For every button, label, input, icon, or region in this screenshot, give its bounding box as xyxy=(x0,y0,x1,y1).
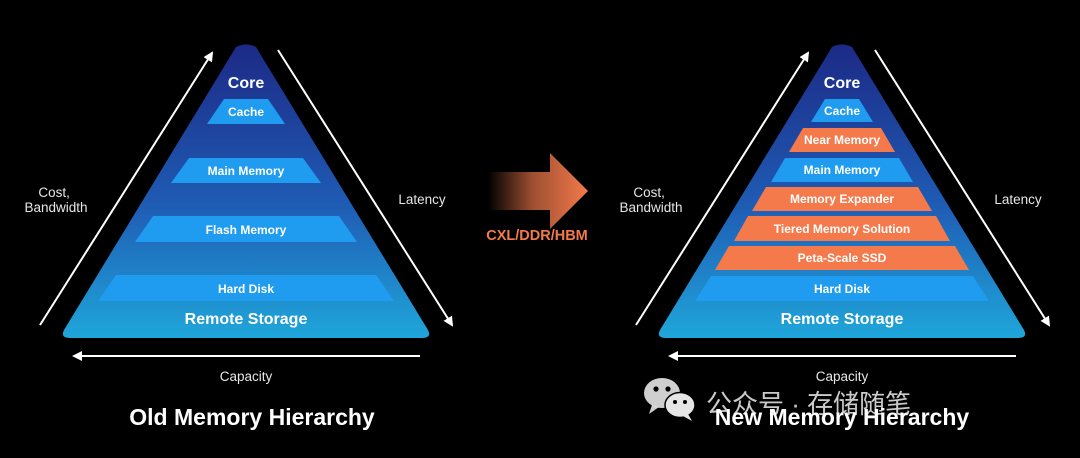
old-tier-main-memory xyxy=(171,158,321,183)
old-tier-flash-memory xyxy=(135,216,357,242)
new-tier-hard-disk-label: Hard Disk xyxy=(814,282,870,296)
old-tier-cache xyxy=(207,99,285,124)
old-right-axis-arrow xyxy=(277,49,454,327)
new-bottom-axis-label: Capacity xyxy=(816,369,869,384)
new-tier-memory-expander xyxy=(752,187,932,211)
right-arrow-icon xyxy=(488,153,588,229)
connector-label: CXL/DDR/HBM xyxy=(486,228,588,244)
new-tier-main-memory xyxy=(771,158,913,182)
new-tier-hard-disk xyxy=(695,276,989,301)
connector: CXL/DDR/HBM xyxy=(486,153,588,244)
new-left-axis-label: Cost, Bandwidth xyxy=(619,185,682,215)
old-left-axis-label: Cost, Bandwidth xyxy=(24,185,87,215)
watermark: 公众号 · 存储随笔 xyxy=(644,378,911,421)
old-pyramid xyxy=(62,44,430,338)
new-tier-cache-label: Cache xyxy=(824,104,860,118)
new-tier-tiered-memory-solution-label: Tiered Memory Solution xyxy=(774,222,910,236)
new-right-axis-arrow xyxy=(874,49,1051,327)
old-tier-main-memory-label: Main Memory xyxy=(208,164,285,178)
new-tier-memory-expander-label: Memory Expander xyxy=(790,192,894,206)
old-bottom-axis-label: Capacity xyxy=(220,369,273,384)
new-tier-peta-scale-ssd-label: Peta-Scale SSD xyxy=(798,251,887,265)
new-tier-near-memory-label: Near Memory xyxy=(804,133,880,147)
new-tier-main-memory-label: Main Memory xyxy=(804,163,881,177)
old-hierarchy: Core Cache Main Memory Flash Memory Hard… xyxy=(24,44,454,430)
old-tier-hard-disk xyxy=(98,275,394,301)
old-base-label: Remote Storage xyxy=(185,311,308,328)
old-tier-flash-memory-label: Flash Memory xyxy=(206,223,287,237)
new-tier-near-memory xyxy=(789,128,895,152)
new-tier-tiered-memory-solution xyxy=(734,216,950,241)
new-tier-peta-scale-ssd xyxy=(715,246,969,270)
old-right-axis-label: Latency xyxy=(398,192,446,207)
new-hierarchy-title: New Memory Hierarchy xyxy=(715,404,970,430)
new-hierarchy: Core Cache Near Memory Main Memory Memor… xyxy=(619,44,1051,430)
new-apex-label: Core xyxy=(824,75,861,92)
wechat-icon xyxy=(644,378,696,421)
old-tier-cache-label: Cache xyxy=(228,105,264,119)
new-base-label: Remote Storage xyxy=(781,311,904,328)
old-left-axis-arrow xyxy=(39,51,214,326)
new-tier-cache xyxy=(811,99,873,122)
old-tier-hard-disk-label: Hard Disk xyxy=(218,282,274,296)
new-right-axis-label: Latency xyxy=(994,192,1042,207)
watermark-text: 公众号 · 存储随笔 xyxy=(706,389,911,419)
new-left-axis-arrow xyxy=(635,51,810,326)
old-hierarchy-title: Old Memory Hierarchy xyxy=(129,404,375,430)
old-apex-label: Core xyxy=(228,75,265,92)
